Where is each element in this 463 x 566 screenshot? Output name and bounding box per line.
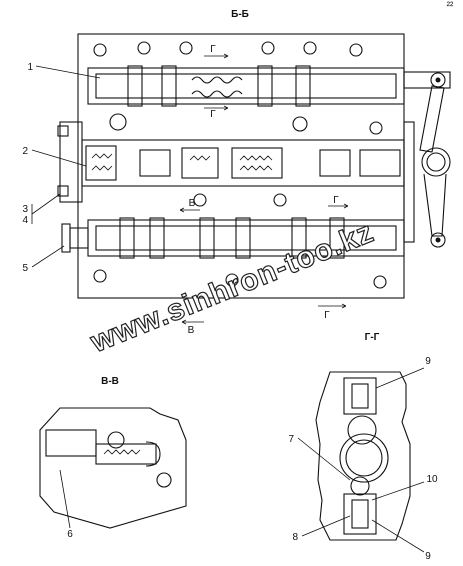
- section-vv-view: В-В 6: [39, 376, 187, 540]
- check-valve-chamber: [81, 139, 405, 187]
- callout-6: 6: [67, 529, 73, 540]
- callout-3: 3: [22, 204, 28, 215]
- main-view-title: Б-Б: [231, 9, 249, 20]
- lower-spool-grooves: [119, 217, 345, 259]
- vv-bore: [95, 443, 157, 465]
- vv-hole: [156, 472, 172, 488]
- section-gg-view: Г-Г 9 7 10 8 9: [288, 332, 438, 562]
- gg-upper-spring: [351, 383, 369, 409]
- cut-mark-g-right: Г: [333, 195, 339, 206]
- callout-4: 4: [22, 215, 28, 226]
- callout-1: 1: [27, 62, 33, 73]
- gg-central-bore: [339, 433, 389, 483]
- callout-9-bottom: 9: [425, 551, 431, 562]
- cut-mark-g-mid: Г: [210, 109, 216, 120]
- left-cover: [59, 121, 83, 203]
- main-callouts: 1 2 3 4 5: [22, 62, 101, 274]
- gg-ball-upper: [347, 415, 377, 445]
- corner-mark: ²²: [447, 1, 454, 12]
- gg-ball-lower: [350, 476, 370, 496]
- vv-cap: [145, 441, 161, 467]
- cut-mark-g-bottom: Г: [324, 310, 330, 321]
- main-section-view: Б-Б ²²: [22, 1, 454, 336]
- vv-housing: [39, 407, 187, 529]
- lower-spool: [95, 225, 397, 251]
- callout-10: 10: [426, 474, 438, 485]
- gg-upper-bore: [343, 377, 377, 415]
- bolt-holes: [93, 41, 387, 289]
- upper-spool-grooves: [127, 65, 311, 107]
- spool-end-plug: [61, 223, 89, 253]
- cut-mark-v-mid: В: [189, 198, 196, 209]
- cut-marks: Г Г В Г Г В: [179, 44, 349, 336]
- cover-bolt-top: [57, 125, 69, 137]
- callout-5: 5: [22, 263, 28, 274]
- cut-mark-g-top: Г: [210, 44, 216, 55]
- check-valve-elements: [85, 145, 401, 181]
- upper-spool-bore: [87, 67, 405, 105]
- gg-lower-spring: [351, 499, 369, 529]
- upper-spool: [95, 73, 397, 99]
- vv-spool: [45, 429, 97, 457]
- watermark: www.sinhron-too.kz: [85, 215, 378, 359]
- control-lever: [403, 71, 451, 248]
- cut-mark-v-bottom: В: [188, 325, 195, 336]
- gg-housing: [315, 371, 411, 541]
- section-vv-title: В-В: [101, 376, 119, 387]
- callout-9-top: 9: [425, 356, 431, 367]
- section-gg-title: Г-Г: [365, 332, 380, 343]
- callout-7: 7: [288, 434, 294, 445]
- cover-bolt-bottom: [57, 185, 69, 197]
- gg-shaft: [345, 439, 383, 477]
- gg-lower-bore: [343, 493, 377, 535]
- vv-port: [107, 431, 125, 449]
- callout-2: 2: [22, 146, 28, 157]
- callout-8: 8: [292, 532, 298, 543]
